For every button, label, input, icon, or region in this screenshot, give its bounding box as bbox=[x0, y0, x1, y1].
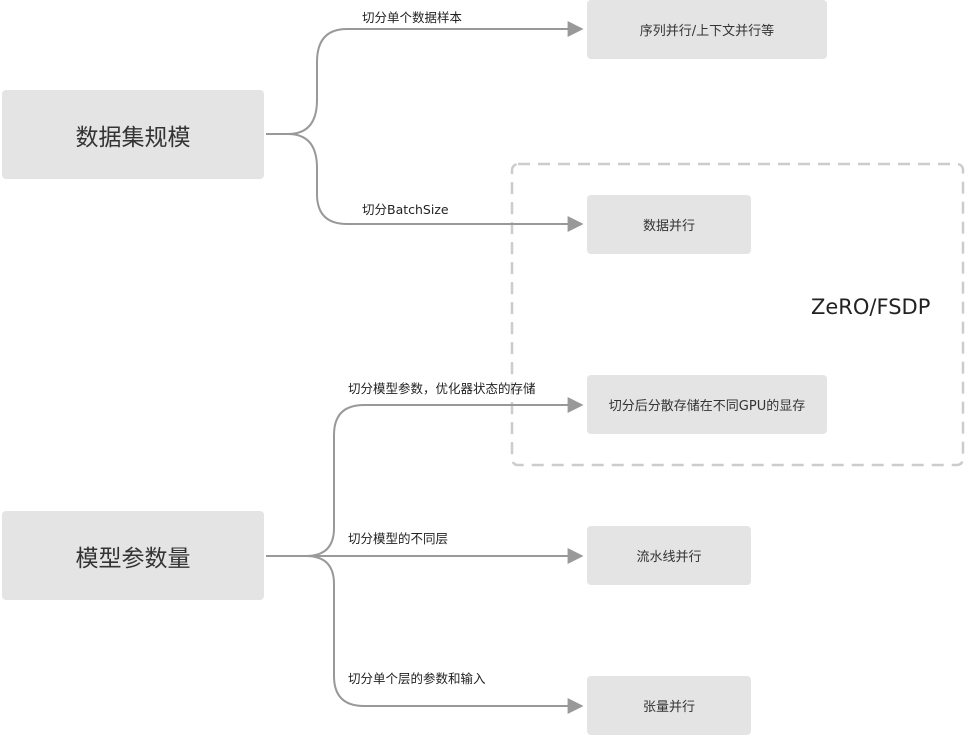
leaf-tensor-parallel: 张量并行 bbox=[587, 676, 751, 735]
root-model-params: 模型参数量 bbox=[2, 511, 264, 600]
edge-label-split-layers: 切分模型的不同层 bbox=[348, 531, 449, 546]
connector-split-batch bbox=[266, 133, 584, 232]
leaf-data-parallel: 数据并行 bbox=[587, 195, 751, 254]
connector-split-params-opt bbox=[266, 397, 584, 557]
zero-fsdp-group-border bbox=[510, 162, 965, 467]
leaf-pipeline-parallel: 流水线并行 bbox=[587, 526, 751, 585]
edge-label-split-sample: 切分单个数据样本 bbox=[362, 10, 463, 25]
edge-label-split-batch: 切分BatchSize bbox=[362, 202, 449, 217]
edge-label-split-layer-io: 切分单个层的参数和输入 bbox=[348, 671, 486, 686]
leaf-sharded-storage: 切分后分散存储在不同GPU的显存 bbox=[587, 375, 827, 434]
root-dataset-size: 数据集规模 bbox=[2, 90, 264, 179]
connector-split-sample bbox=[266, 21, 584, 135]
connector-split-layer-io bbox=[266, 555, 584, 714]
edge-label-split-params-opt: 切分模型参数，优化器状态的存储 bbox=[348, 381, 536, 396]
leaf-sequence-parallel: 序列并行/上下文并行等 bbox=[587, 0, 827, 59]
zero-fsdp-label: ZeRO/FSDP bbox=[811, 295, 931, 319]
